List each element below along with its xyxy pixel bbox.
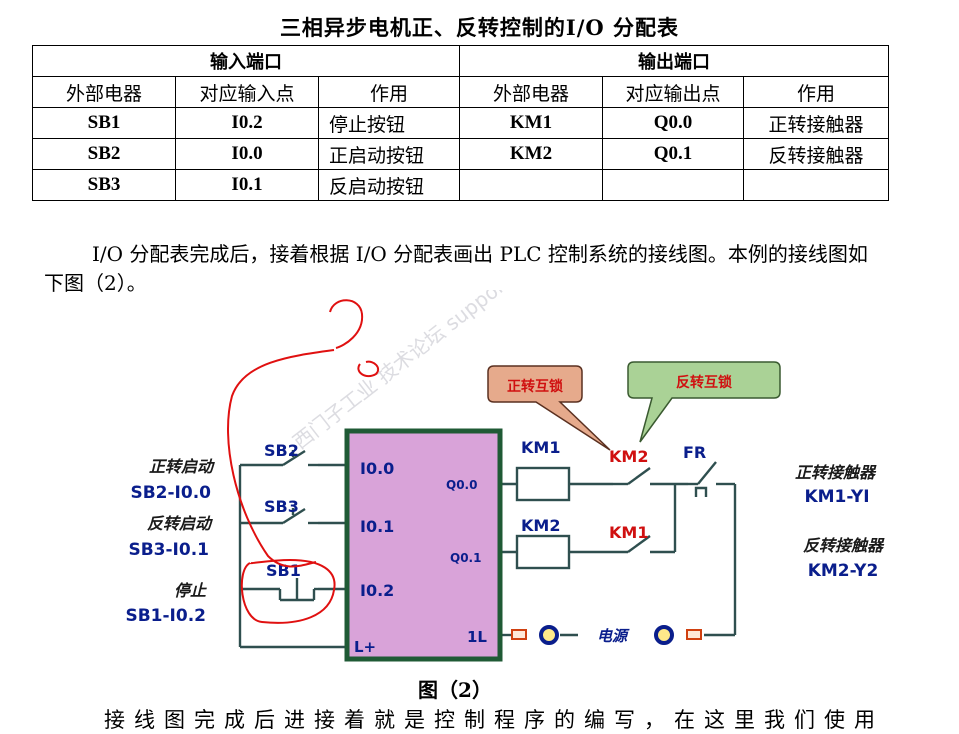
document-title: 三相异步电机正、反转控制的I/O 分配表 [279, 15, 680, 40]
table-row: SB3 I0.1 反启动按钮 [32, 169, 890, 201]
reverse-interlock-callout-text: 反转互锁 [676, 374, 732, 391]
forward-start-mapping: SB2-I0.0 [130, 483, 211, 503]
km2-interlock-label: KM2 [609, 447, 648, 466]
table-row: SB1 I0.2 停止按钮 KM1 Q0.0 正转接触器 [32, 107, 890, 139]
column-header: 作用 [743, 76, 890, 108]
plc-terminal-lplus: L+ [354, 638, 376, 656]
table-cell: Q0.0 [602, 107, 745, 139]
table-cell [459, 169, 604, 201]
plc-terminal-i0-1: I0.1 [360, 517, 394, 536]
forward-start-label: 正转启动 [149, 457, 215, 476]
stop-label: 停止 [174, 581, 207, 600]
column-header: 对应输入点 [175, 76, 319, 108]
table-cell: 反转接触器 [743, 138, 890, 170]
reverse-contactor-label: 反转接触器 [803, 536, 885, 555]
table-cell: I0.0 [175, 138, 319, 170]
table-cell: SB2 [32, 138, 176, 170]
power-terminals [511, 625, 702, 645]
wiring-diagram: I0.0 I0.1 I0.2 L+ Q0.0 Q0.1 1L SB2 SB3 S… [125, 290, 885, 702]
forward-contactor-mapping: KM1-YI [804, 487, 869, 507]
table-cell: SB1 [32, 107, 176, 139]
sb2-label: SB2 [264, 441, 299, 460]
handwritten-annotation [227, 299, 380, 624]
plc-terminal-i0-2: I0.2 [360, 581, 394, 600]
table-cell: Q0.1 [602, 138, 745, 170]
km1-interlock-contact-icon [607, 535, 651, 554]
table-cell: 停止按钮 [317, 107, 461, 139]
reverse-start-mapping: SB3-I0.1 [128, 540, 209, 560]
table-cell: SB3 [32, 169, 176, 201]
column-header: 作用 [317, 76, 461, 108]
plc-terminal-1l: 1L [467, 628, 487, 646]
bottom-text-line: 接线图完成后进接着就是控制程序的编写，在这里我们使用 [104, 708, 884, 732]
forward-contactor-label: 正转接触器 [795, 463, 877, 482]
plc-terminal-i0-0: I0.0 [360, 459, 394, 478]
table-cell [743, 169, 890, 201]
km2-interlock-contact-icon [613, 467, 651, 486]
plc-body [344, 428, 503, 662]
input-port-header: 输入端口 [31, 45, 461, 77]
table-cell: KM2 [459, 138, 604, 170]
km1-coil-label: KM1 [521, 438, 560, 457]
sb1-switch-icon [258, 578, 318, 602]
table-cell [602, 169, 745, 201]
table-group-header-row: 输入端口 输出端口 [31, 45, 890, 77]
column-header: 外部电器 [459, 76, 604, 108]
table-column-header-row: 外部电器 对应输入点 作用 外部电器 对应输出点 作用 [32, 76, 890, 108]
reverse-contactor-mapping: KM2-Y2 [808, 561, 879, 581]
table-cell: KM1 [459, 107, 604, 139]
column-header: 外部电器 [32, 76, 176, 108]
body-paragraph: I/O 分配表完成后，接着根据 I/O 分配表画出 PLC 控制系统的接线图。本… [44, 242, 868, 295]
sb2-switch-icon [258, 449, 318, 467]
km1-interlock-label: KM1 [609, 523, 648, 542]
sb3-switch-icon [258, 507, 318, 525]
fr-overload-contact-icon [688, 461, 722, 497]
forward-interlock-callout-text: 正转互锁 [507, 378, 563, 395]
table-cell: I0.2 [175, 107, 319, 139]
table-row: SB2 I0.0 正启动按钮 KM2 Q0.1 反转接触器 [32, 138, 890, 170]
fr-label: FR [683, 443, 706, 462]
table-cell: 正启动按钮 [317, 138, 461, 170]
reverse-start-label: 反转启动 [147, 514, 213, 533]
km2-coil-icon [515, 534, 571, 570]
power-label: 电源 [597, 627, 630, 645]
column-header: 对应输出点 [602, 76, 745, 108]
pushbutton-switches [258, 449, 722, 602]
io-allocation-table: 输入端口 输出端口 外部电器 对应输入点 作用 外部电器 对应输出点 作用 SB… [31, 45, 890, 201]
output-port-header: 输出端口 [459, 45, 890, 77]
sb3-label: SB3 [264, 497, 299, 516]
table-cell: I0.1 [175, 169, 319, 201]
table-cell: 正转接触器 [743, 107, 890, 139]
plc-terminal-q0-1: Q0.1 [450, 551, 481, 565]
sb1-label: SB1 [266, 561, 301, 580]
wiring-lines [238, 463, 737, 649]
table-cell: 反启动按钮 [317, 169, 461, 201]
forward-interlock-callout: 正转互锁 [487, 365, 611, 451]
plc-terminal-q0-0: Q0.0 [446, 478, 477, 492]
reverse-interlock-callout: 反转互锁 [627, 361, 781, 443]
km1-coil-icon [515, 466, 571, 502]
figure-caption: 图（2） [418, 678, 492, 702]
stop-mapping: SB1-I0.2 [125, 606, 206, 626]
km2-coil-label: KM2 [521, 516, 560, 535]
